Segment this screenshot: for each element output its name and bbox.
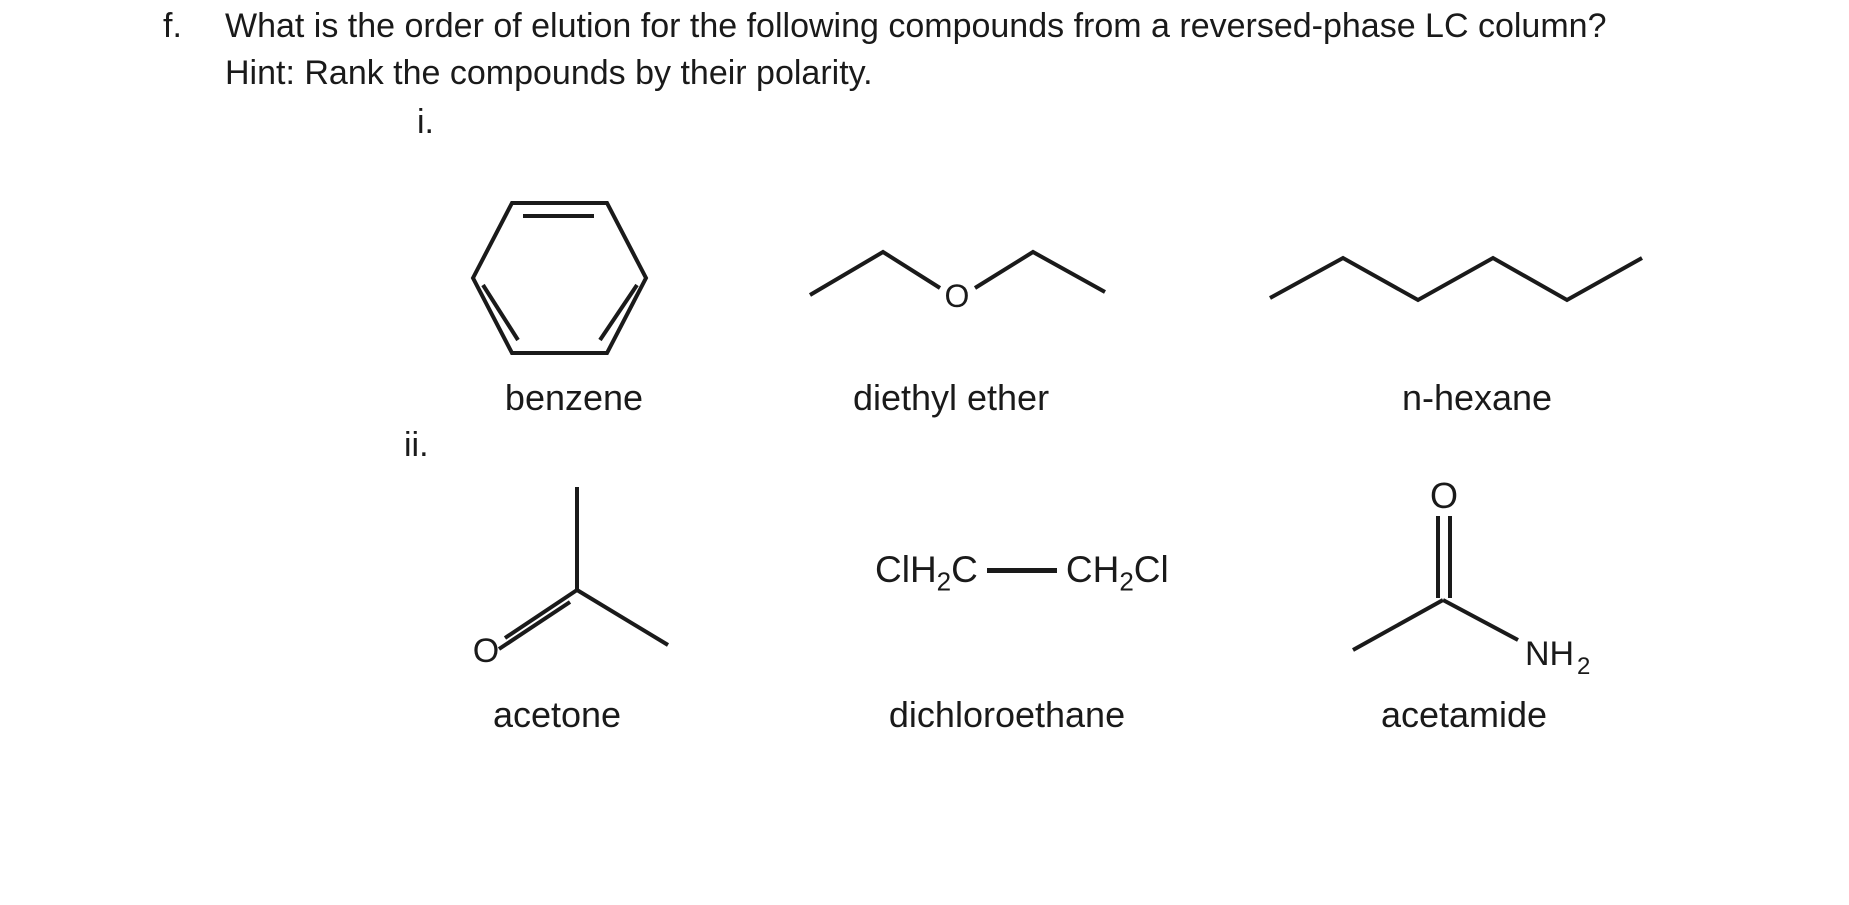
benzene-double-bond-left xyxy=(481,283,520,342)
n-hexane-label: n-hexane xyxy=(1401,377,1553,418)
carbon-carbon-bond xyxy=(986,568,1057,573)
acetamide-label: acetamide xyxy=(1380,694,1548,735)
acetone-carbonyl-bond-2 xyxy=(497,600,572,651)
benzene-structure-diagram xyxy=(470,201,649,355)
amine-subscript-label: 2 xyxy=(1577,653,1590,680)
ether-right-ethyl-bond xyxy=(973,249,1106,294)
oxygen-atom-label: O xyxy=(1430,475,1458,516)
diethyl-ether-structure-diagram: O xyxy=(808,249,1106,314)
oxygen-atom-label: O xyxy=(945,278,970,314)
ether-left-ethyl-bond xyxy=(808,249,942,297)
diethyl-ether-label: diethyl ether xyxy=(852,377,1050,418)
acetone-label: acetone xyxy=(492,694,622,735)
formula-clh: ClH xyxy=(875,549,937,590)
n-hexane-structure-diagram xyxy=(1269,255,1643,303)
amine-group-label: NH xyxy=(1525,635,1574,673)
hexane-chain-bond xyxy=(1269,255,1643,303)
acetone-methyl-right-bond xyxy=(575,588,670,647)
acetamide-methyl-bond xyxy=(1352,598,1444,652)
acetamide-structure-diagram: O NH 2 xyxy=(1352,475,1590,680)
acetone-structure-diagram: O xyxy=(473,487,670,670)
question-item-label: f. xyxy=(163,7,182,45)
acetone-carbonyl-bond-1 xyxy=(503,588,579,640)
question-hint: Hint: Rank the compounds by their polari… xyxy=(225,54,873,92)
benzene-ring xyxy=(470,201,649,355)
acetamide-cn-bond xyxy=(1442,598,1519,642)
formula-c: C xyxy=(951,549,978,590)
benzene-label: benzene xyxy=(504,377,644,418)
formula-subscript: 2 xyxy=(1119,566,1134,597)
formula-subscript: 2 xyxy=(936,566,952,597)
benzene-double-bond-right xyxy=(598,283,639,342)
oxygen-atom-label: O xyxy=(473,632,499,670)
dichloroethane-label: dichloroethane xyxy=(888,694,1126,735)
formula-cl: Cl xyxy=(1133,549,1169,590)
question-text: What is the order of elution for the fol… xyxy=(225,7,1607,45)
formula-ch: CH xyxy=(1065,549,1120,590)
section-i-label: i. xyxy=(417,103,434,141)
section-ii-label: ii. xyxy=(404,426,429,464)
